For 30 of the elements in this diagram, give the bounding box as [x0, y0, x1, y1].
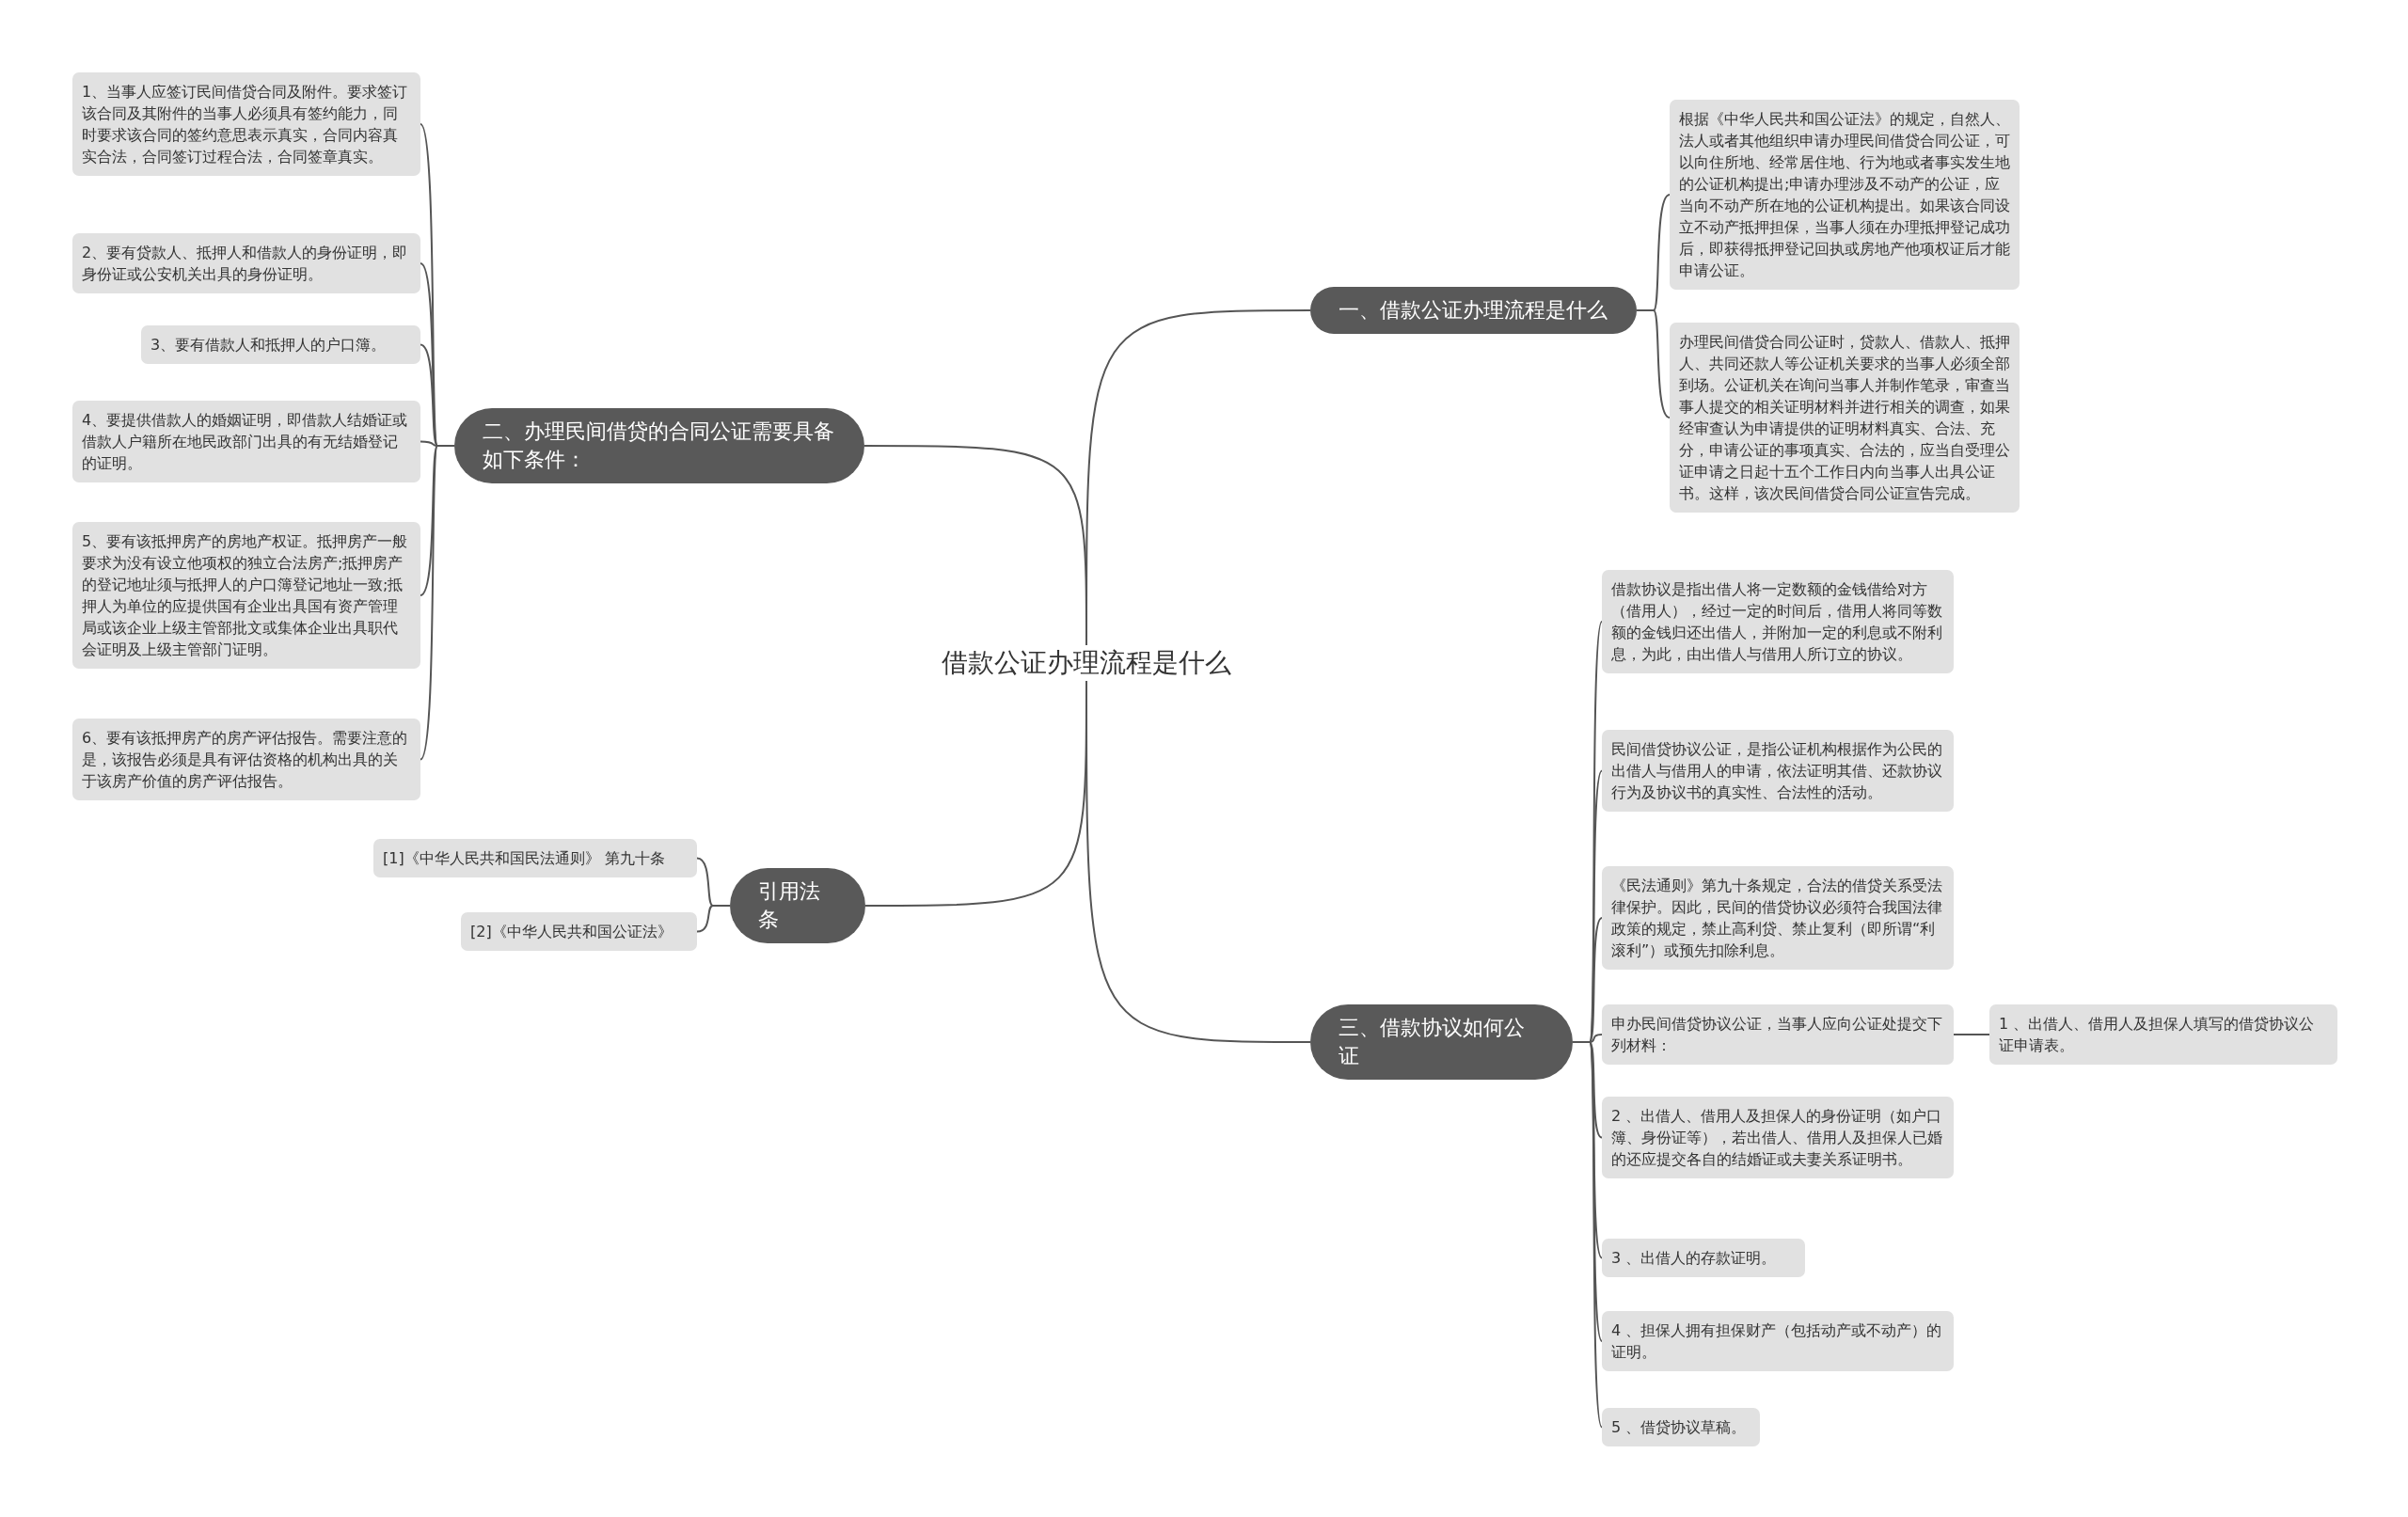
note-box: 2 、出借人、借用人及担保人的身份证明（如户口簿、身份证等），若出借人、借用人及担保人已婚的还应提交各自的结婚证或夫妻关系证明书。 — [1602, 1097, 1954, 1178]
connector-line — [696, 905, 731, 933]
topic-pill: 三、借款协议如何公证 — [1310, 1004, 1573, 1080]
note-box: 3、要有借款人和抵押人的户口簿。 — [141, 325, 420, 364]
connector-line — [420, 445, 455, 761]
note-box: 5、要有该抵押房产的房地产权证。抵押房产一般要求为没有设立他项权的独立合法房产;抵押房产的登记地址须与抵押人的户口簿登记地址一致;抵押人为单位的应提供国有企业出具国有资产管理局或该企业上级主管部批文或集体企业出具职代会证明及上级主管部门证明。 — [72, 522, 420, 669]
note-box: 6、要有该抵押房产的房产评估报告。需要注意的是，该报告必须是具有评估资格的机构出具的关于该房产价值的房产评估报告。 — [72, 719, 420, 800]
note-box: [2]《中华人民共和国公证法》 — [461, 912, 697, 951]
note-box: 1、当事人应签订民间借贷合同及附件。要求签订该合同及其附件的当事人必须具有签约能力，同时要求该合同的签约意思表示真实，合同内容真实合法，合同签订过程合法，合同签章真实。 — [72, 72, 420, 176]
connector-line — [863, 445, 1087, 646]
connector-line — [1636, 309, 1671, 419]
note-box: 申办民间借贷协议公证，当事人应向公证处提交下列材料： — [1602, 1004, 1954, 1065]
connector-line — [1953, 1034, 1990, 1035]
note-box: 3 、出借人的存款证明。 — [1602, 1239, 1805, 1277]
note-box: 民间借贷协议公证，是指公证机构根据作为公民的出借人与借用人的申请，依法证明其借、还款协议行为及协议书的真实性、合法性的活动。 — [1602, 730, 1954, 812]
central-topic: 借款公证办理流程是什么 — [927, 645, 1246, 681]
note-box: 办理民间借贷合同公证时，贷款人、借款人、抵押人、共同还款人等公证机关要求的当事人必须全部到场。公证机关在询问当事人并制作笔录，审查当事人提交的相关证明材料并进行相关的调查，如果经审查认为申请提供的证明材料真实、合法、充分，申请公证的事项真实、合法的，应当自受理公证申请之日起十五个工作日内向当事人出具公证书。这样，该次民间借贷合同公证宣告完成。 — [1670, 323, 2020, 513]
note-box: 《民法通则》第九十条规定，合法的借贷关系受法律保护。因此，民间的借贷协议必须符合我国法律政策的规定，禁止高利贷、禁止复利（即所谓“利滚利”）或预先扣除利息。 — [1602, 866, 1954, 970]
note-box: 2、要有贷款人、抵押人和借款人的身份证明，即身份证或公安机关出具的身份证明。 — [72, 233, 420, 293]
note-box: 5 、借贷协议草稿。 — [1602, 1408, 1760, 1446]
connector-line — [1085, 680, 1311, 1043]
topic-pill: 二、办理民间借贷的合同公证需要具备如下条件： — [454, 408, 864, 483]
note-box: 4、要提供借款人的婚姻证明，即借款人结婚证或借款人户籍所在地民政部门出具的有无结婚登记的证明。 — [72, 401, 420, 482]
topic-pill: 一、借款公证办理流程是什么 — [1310, 287, 1637, 334]
topic-pill: 引用法条 — [730, 868, 865, 943]
note-box: 4 、担保人拥有担保财产（包括动产或不动产）的证明。 — [1602, 1311, 1954, 1371]
note-box: 1 、出借人、借用人及担保人填写的借贷协议公证申请表。 — [1989, 1004, 2337, 1065]
note-box: 根据《中华人民共和国公证法》的规定，自然人、法人或者其他组织申请办理民间借贷合同公证，可以向住所地、经常居住地、行为地或者事实发生地的公证机构提出;申请办理涉及不动产的公证，应当向不动产所在地的公证机构提出。如果该合同设立不动产抵押担保，当事人须在办理抵押登记成功后，即获得抵押登记回执或房地产他项权证后才能申请公证。 — [1670, 100, 2020, 290]
note-box: 借款协议是指出借人将一定数额的金钱借给对方（借用人），经过一定的时间后，借用人将同等数额的金钱归还出借人，并附加一定的利息或不附利息，为此，由出借人与借用人所订立的协议。 — [1602, 570, 1954, 673]
note-box: [1]《中华人民共和国民法通则》 第九十条 — [373, 839, 697, 877]
